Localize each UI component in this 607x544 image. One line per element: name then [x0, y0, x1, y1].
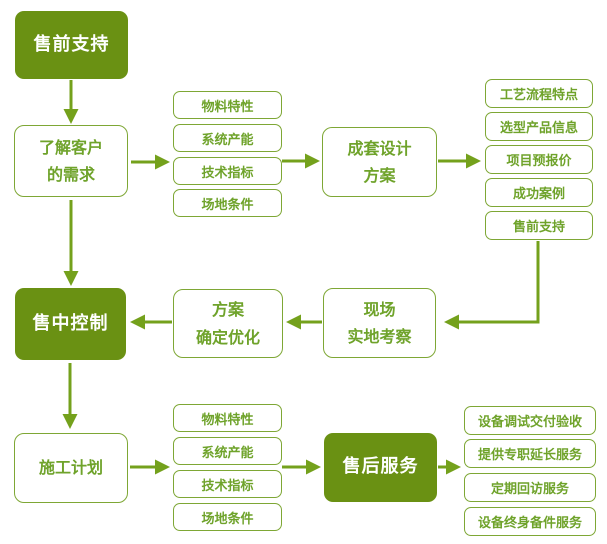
stack-bottom-inputs-item-tech-index: 技术指标: [173, 470, 282, 498]
node-label: 售中控制: [32, 312, 109, 334]
node-label-line2: 方案: [363, 166, 396, 185]
node-understand-customer-needs: 了解客户 的需求: [14, 125, 128, 197]
node-site-survey: 现场 实地考察: [323, 288, 436, 358]
stack-design-outputs-item-success-cases: 成功案例: [485, 178, 593, 207]
node-aftersale-service: 售后服务: [324, 433, 437, 502]
node-label-line2: 确定优化: [195, 327, 260, 347]
stack-design-outputs-item-process-features: 工艺流程特点: [485, 79, 593, 108]
stack-top-inputs-item-site-condition: 场地条件: [173, 189, 282, 217]
stack-service-outputs-item-extended-service: 提供专职延长服务: [464, 439, 596, 468]
stack-top-inputs-item-tech-index: 技术指标: [173, 157, 282, 185]
node-label: 售前支持: [33, 33, 110, 55]
node-label: 售后服务: [342, 456, 419, 478]
node-label-line1: 成套设计: [347, 138, 412, 158]
node-complete-design-plan: 成套设计 方案: [322, 127, 437, 197]
node-label-line2: 的需求: [46, 165, 95, 184]
stack-service-outputs-item-lifetime-spare-parts: 设备终身备件服务: [464, 507, 596, 536]
arrow-outputs-to-site-survey: [444, 241, 540, 330]
node-label-line1: 了解客户: [38, 137, 103, 157]
node-label-line1: 现场: [363, 299, 396, 319]
node-label-line1: 方案: [211, 300, 244, 320]
stack-top-inputs-item-material: 物料特性: [173, 91, 282, 119]
stack-bottom-inputs-item-material: 物料特性: [173, 404, 282, 432]
node-presale-support: 售前支持: [15, 11, 128, 79]
node-construction-plan: 施工计划: [14, 433, 128, 503]
stack-top-inputs-item-capacity: 系统产能: [173, 124, 282, 152]
stack-bottom-inputs-item-site-condition: 场地条件: [173, 503, 282, 531]
stack-service-outputs-item-commissioning-acceptance: 设备调试交付验收: [464, 406, 596, 435]
node-label: 施工计划: [38, 458, 103, 478]
stack-design-outputs-item-product-info: 选型产品信息: [485, 112, 593, 141]
node-label-line2: 实地考察: [347, 327, 412, 346]
stack-design-outputs-item-pre-quotation: 项目预报价: [485, 145, 593, 174]
stack-service-outputs-item-regular-followup: 定期回访服务: [464, 473, 596, 502]
node-midsale-control: 售中控制: [15, 288, 126, 360]
stack-design-outputs-item-presale-support: 售前支持: [485, 211, 593, 240]
stack-bottom-inputs-item-capacity: 系统产能: [173, 437, 282, 465]
node-plan-optimization: 方案 确定优化: [173, 289, 283, 358]
